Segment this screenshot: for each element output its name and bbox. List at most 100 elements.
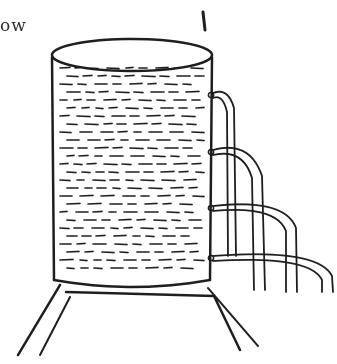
water-dash [152, 155, 166, 158]
water-dash [114, 243, 128, 246]
water-dash [129, 147, 144, 150]
water-dash [77, 83, 87, 86]
water-dash [59, 227, 70, 230]
water-dash [59, 131, 72, 134]
jet-lower-middle [212, 203, 298, 293]
water-dash [160, 170, 175, 173]
water-dash [66, 106, 76, 109]
water-dash [76, 242, 86, 245]
water-dash [133, 91, 144, 94]
water-dash [129, 82, 143, 85]
water-dash [79, 259, 88, 262]
water-dash [171, 250, 185, 253]
water-dash [145, 235, 155, 238]
water-dash [148, 187, 163, 190]
water-dash [66, 75, 79, 78]
water-dash [159, 75, 170, 78]
water-dash [178, 139, 192, 142]
jet-bottom [212, 253, 334, 293]
water-dash [92, 179, 106, 182]
water-dash [106, 259, 116, 262]
water-dash [74, 66, 85, 69]
water-dash [138, 99, 152, 102]
water-dash [125, 66, 134, 69]
water-dash [66, 202, 81, 205]
water-dash [92, 210, 103, 213]
water-body [59, 66, 205, 270]
water-dash [73, 98, 82, 101]
stand-right-leg-inner [207, 287, 259, 347]
water-dash [78, 154, 89, 157]
water-dash [191, 131, 205, 134]
water-dash [157, 194, 171, 197]
water-dash [104, 138, 115, 141]
water-dash [153, 219, 167, 222]
water-dash [146, 114, 161, 117]
water-dash [117, 130, 128, 133]
water-dash [59, 179, 71, 182]
stand-left-leg-inner [39, 296, 71, 356]
stand-left-leg [16, 283, 62, 357]
stand-top-bar [64, 290, 216, 298]
water-dash [94, 115, 105, 118]
water-dash [84, 123, 99, 126]
tank-top-rim [50, 37, 214, 73]
water-dash [184, 211, 194, 214]
water-dash [81, 171, 91, 174]
water-dash [113, 234, 127, 237]
water-dash [88, 67, 99, 70]
water-dash [119, 251, 129, 254]
water-dash [94, 146, 109, 149]
water-dash [121, 163, 132, 166]
water-dash [82, 74, 93, 77]
water-dash [121, 98, 131, 101]
water-dash [59, 258, 74, 261]
water-dash [84, 250, 94, 253]
water-dash [170, 186, 184, 189]
water-dash [178, 170, 189, 173]
water-dash [193, 259, 205, 262]
water-dash [110, 227, 119, 230]
water-dash [103, 98, 117, 101]
water-dash [132, 243, 142, 246]
water-dash [66, 250, 80, 253]
water-dash [86, 162, 97, 165]
jet-top [212, 90, 237, 257]
water-dash [158, 258, 172, 261]
water-dash [171, 219, 181, 222]
water-dash [81, 106, 90, 109]
water-dash [163, 266, 173, 269]
water-dash [118, 218, 132, 221]
water-dash [127, 187, 142, 190]
water-dash [87, 202, 102, 205]
water-dash [170, 155, 180, 158]
water-dash [186, 123, 197, 126]
water-dash [147, 147, 158, 150]
water-dash [66, 267, 75, 270]
water-dash [93, 267, 103, 270]
water-dash [73, 163, 83, 166]
water-dash [108, 171, 119, 174]
water-dash [59, 114, 70, 117]
water-dash [173, 66, 183, 69]
water-dash [66, 171, 77, 174]
water-dash [124, 74, 135, 77]
water-dash [66, 154, 75, 157]
water-dash [101, 251, 115, 254]
water-dash [182, 83, 192, 86]
tank-bottom [52, 278, 212, 289]
stand-right-leg [212, 294, 242, 352]
water-dash [59, 83, 73, 86]
water-dash [115, 91, 130, 94]
water-dash [112, 187, 121, 190]
jet-upper-middle [212, 146, 266, 291]
caption-fragment: ow [0, 16, 27, 36]
water-dash [164, 83, 178, 86]
water-dash [95, 234, 106, 237]
water-dash [183, 178, 197, 181]
hole-lower-middle [207, 204, 215, 212]
water-dash [85, 91, 95, 94]
water-dash [125, 107, 139, 110]
water-dash [156, 99, 166, 102]
water-dash [173, 162, 188, 165]
